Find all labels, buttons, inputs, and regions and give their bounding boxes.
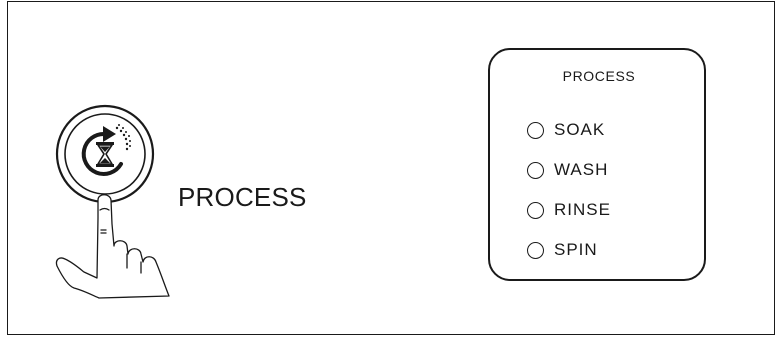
process-indicator-panel: PROCESS SOAK WASH RINSE SPIN [488,48,706,281]
indicator-light-icon [527,122,544,139]
step-soak: SOAK [527,110,611,150]
step-label: SOAK [554,120,605,140]
step-wash: WASH [527,150,611,190]
panel-title: PROCESS [490,68,708,84]
indicator-light-icon [527,202,544,219]
indicator-light-icon [527,242,544,259]
pointing-hand-icon [56,195,169,298]
step-spin: SPIN [527,230,611,270]
indicator-light-icon [527,162,544,179]
step-label: RINSE [554,200,611,220]
process-button-label: PROCESS [178,182,307,213]
step-list: SOAK WASH RINSE SPIN [527,110,611,270]
step-rinse: RINSE [527,190,611,230]
step-label: WASH [554,160,608,180]
step-label: SPIN [554,240,598,260]
